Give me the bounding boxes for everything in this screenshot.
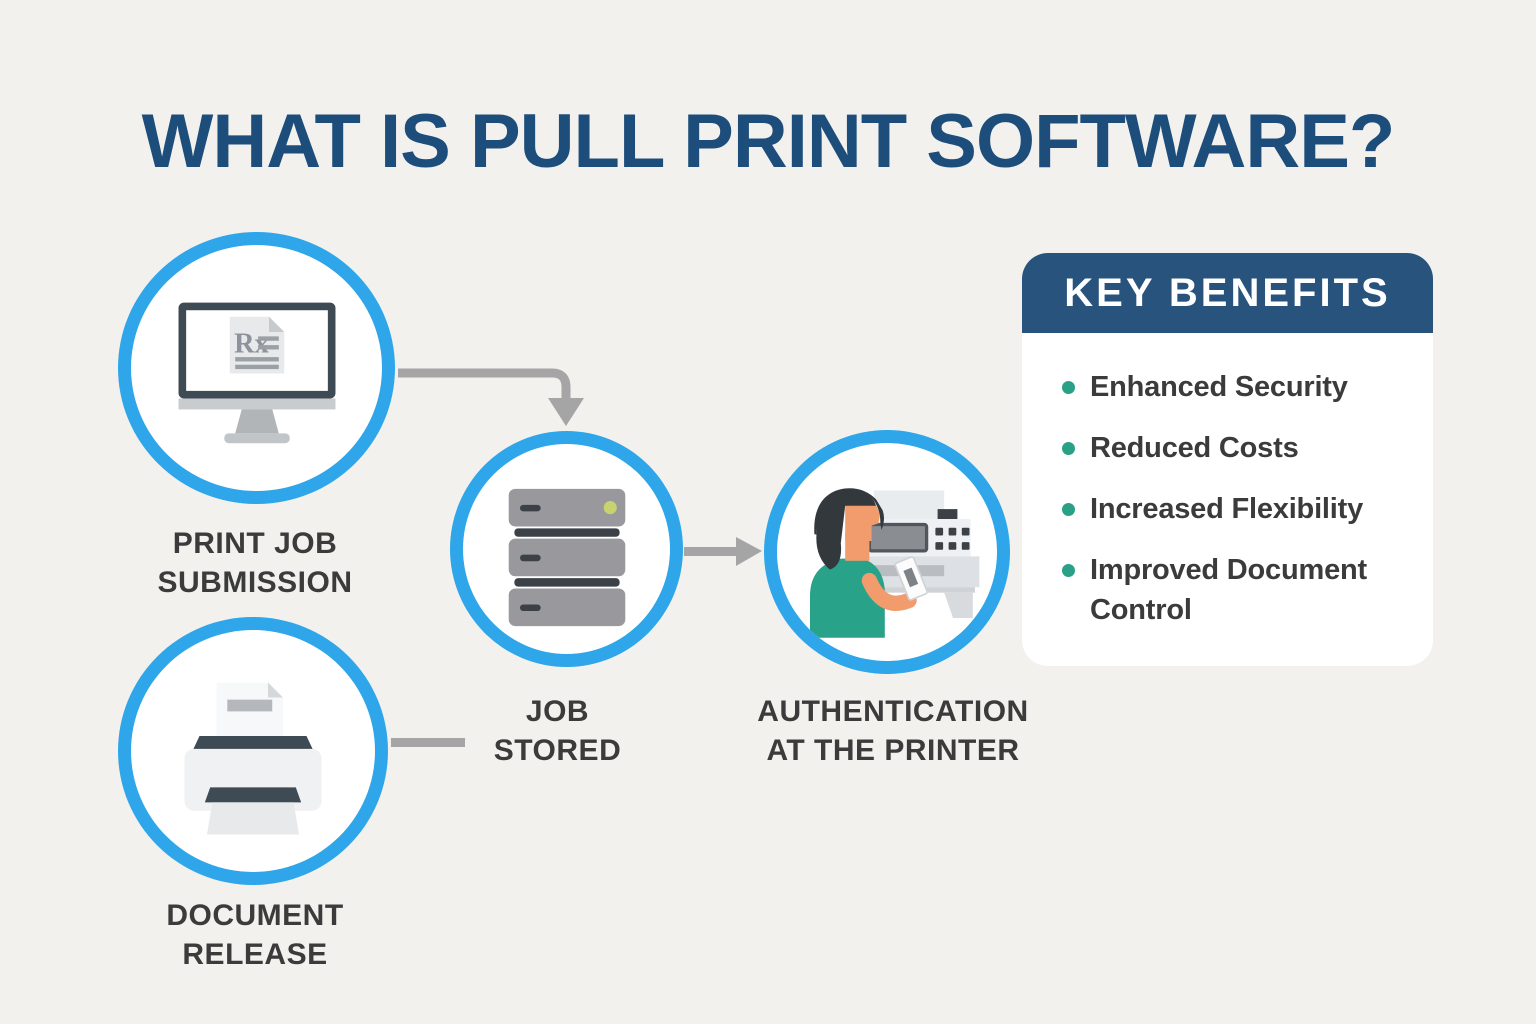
arrow-submission-to-stored-icon — [398, 368, 584, 426]
benefit-item: Enhanced Security — [1062, 367, 1421, 407]
key-benefits-header: KEY BENEFITS — [1022, 253, 1433, 333]
page-title: WHAT IS PULL PRINT SOFTWARE? — [141, 99, 1396, 184]
arrow-stored-to-authentication-icon — [684, 537, 762, 566]
printer-icon — [184, 682, 322, 835]
benefit-item: Improved Document Control — [1062, 550, 1421, 630]
bullet-icon — [1062, 564, 1075, 577]
bullet-icon — [1062, 503, 1075, 516]
benefits-list: Enhanced Security Reduced Costs Increase… — [1062, 367, 1421, 630]
bullet-icon — [1062, 381, 1075, 394]
connector-release-to-stored — [391, 738, 465, 747]
benefit-item: Increased Flexibility — [1062, 489, 1421, 529]
key-benefits-body: Enhanced Security Reduced Costs Increase… — [1022, 333, 1433, 666]
step-circle-job-stored — [450, 431, 683, 667]
monitor-document-icon: Rx — [178, 302, 335, 444]
step-circle-document-release — [118, 617, 388, 885]
server-icon — [508, 488, 625, 627]
svg-text:Rx: Rx — [234, 329, 269, 360]
key-benefits-panel: KEY BENEFITS Enhanced Security Reduced C… — [1022, 253, 1433, 666]
bullet-icon — [1062, 442, 1075, 455]
step-circle-authentication — [764, 430, 1010, 674]
step-circle-print-job-submission: Rx — [118, 232, 395, 504]
label-print-job-submission: PRINT JOB SUBMISSION — [157, 527, 353, 599]
person-at-printer-icon — [810, 488, 980, 638]
label-document-release: DOCUMENT RELEASE — [166, 899, 344, 971]
label-job-stored: JOB STORED — [493, 695, 622, 767]
label-authentication: AUTHENTICATION AT THE PRINTER — [757, 695, 1029, 767]
benefit-item: Reduced Costs — [1062, 428, 1421, 468]
